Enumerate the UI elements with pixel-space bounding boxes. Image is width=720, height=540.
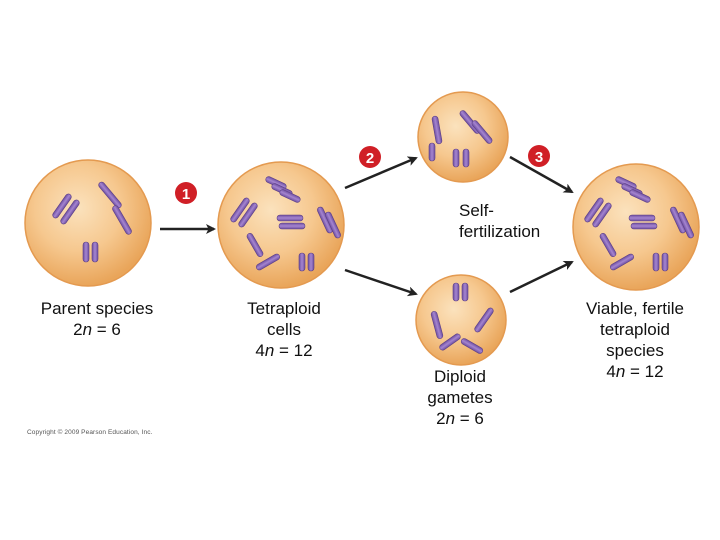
tetra-ploidy: 4n = 12 bbox=[214, 340, 354, 361]
label-tetraploid-cells: Tetraploid cells 4n = 12 bbox=[214, 298, 354, 361]
gametes-ploidy: 2n = 6 bbox=[400, 408, 520, 429]
gametes-line2: gametes bbox=[400, 387, 520, 408]
arrow-to-gamete-top bbox=[345, 158, 416, 188]
cell-parent bbox=[25, 160, 151, 286]
cell-gamete-bottom bbox=[416, 275, 506, 365]
label-viable-species: Viable, fertile tetraploid species 4n = … bbox=[560, 298, 710, 382]
step-marker-3: 3 bbox=[528, 145, 550, 167]
label-parent-species: Parent species 2n = 6 bbox=[12, 298, 182, 340]
cell-viable-species bbox=[573, 164, 699, 290]
label-self-fertilization: Self- fertilization bbox=[459, 200, 579, 242]
tetra-line1: Tetraploid bbox=[214, 298, 354, 319]
gametes-line1: Diploid bbox=[400, 366, 520, 387]
selffert-line1: Self- bbox=[459, 200, 579, 221]
step-marker-1: 1 bbox=[175, 182, 197, 204]
copyright-notice: Copyright © 2009 Pearson Education, Inc. bbox=[27, 429, 153, 436]
cell-tetraploid bbox=[218, 162, 344, 288]
arrow-bottom-gamete-to-species bbox=[510, 262, 572, 292]
viable-line1: Viable, fertile bbox=[560, 298, 710, 319]
label-diploid-gametes: Diploid gametes 2n = 6 bbox=[400, 366, 520, 429]
step-number-3: 3 bbox=[535, 149, 543, 166]
selffert-line2: fertilization bbox=[459, 221, 579, 242]
viable-line3: species bbox=[560, 340, 710, 361]
step-number-1: 1 bbox=[182, 186, 190, 203]
cell-gamete-top bbox=[418, 92, 508, 182]
arrow-to-gamete-bottom bbox=[345, 270, 416, 294]
parent-line1: Parent species bbox=[12, 298, 182, 319]
tetra-line2: cells bbox=[214, 319, 354, 340]
parent-ploidy: 2n = 6 bbox=[12, 319, 182, 340]
step-marker-2: 2 bbox=[359, 146, 381, 168]
viable-ploidy: 4n = 12 bbox=[560, 361, 710, 382]
step-number-2: 2 bbox=[366, 150, 374, 167]
viable-line2: tetraploid bbox=[560, 319, 710, 340]
